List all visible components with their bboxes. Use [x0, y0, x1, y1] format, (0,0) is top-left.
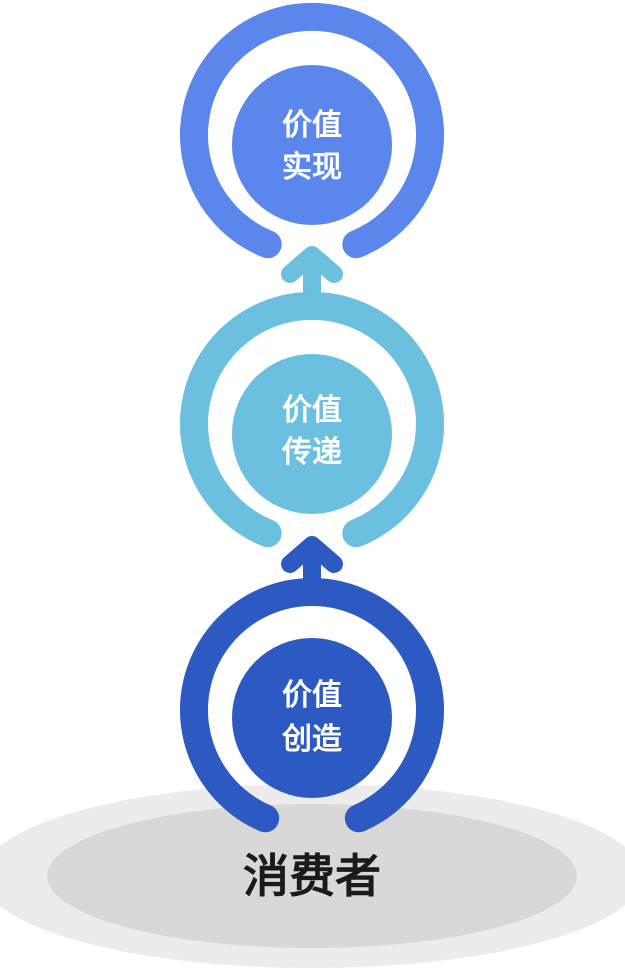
node-top-line1: 价值: [282, 108, 342, 143]
core-middle: [232, 354, 392, 514]
ring-bottom: [180, 577, 444, 833]
core-bottom: [232, 638, 392, 798]
node-middle-line1: 价值: [282, 393, 342, 428]
core-top: [232, 65, 392, 225]
base-label-consumer: 消费者: [243, 849, 381, 903]
ring-middle: [180, 291, 444, 548]
ring-top: [180, 2, 444, 259]
node-bottom-line2: 创造: [281, 722, 342, 757]
node-value-creation: 价值 创造: [180, 577, 444, 833]
platform-inner: [47, 804, 577, 948]
node-value-realization: 价值 实现: [180, 2, 444, 259]
node-bottom-line1: 价值: [282, 678, 342, 713]
node-top-line2: 实现: [282, 150, 342, 185]
node-middle-line2: 传递: [281, 435, 342, 470]
node-value-transfer: 价值 传递: [180, 291, 444, 548]
